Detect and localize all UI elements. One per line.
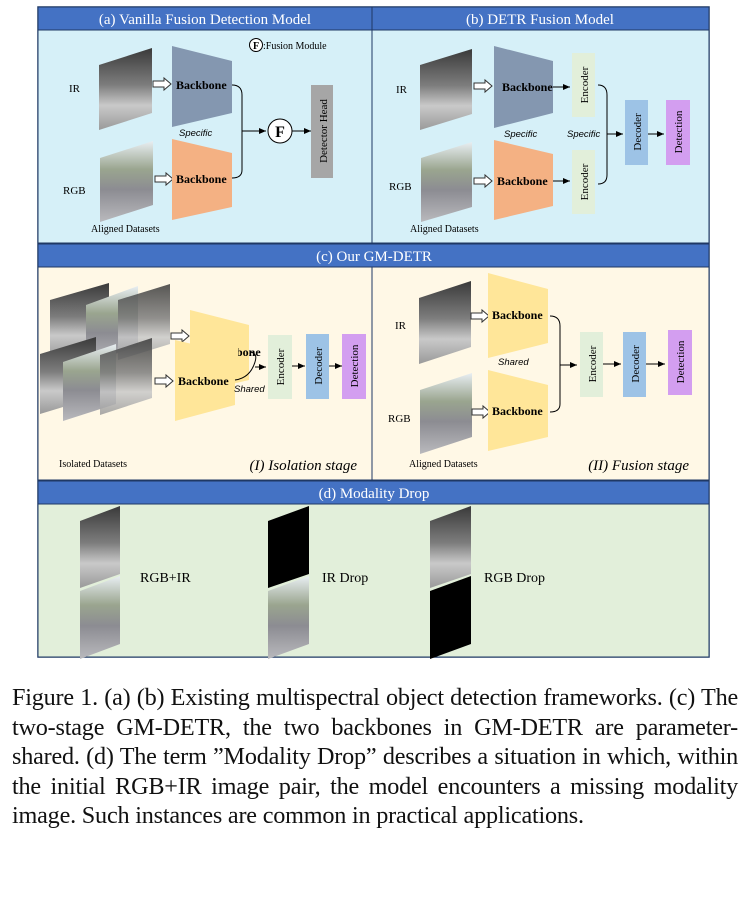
decoder-block [625, 100, 648, 165]
backbone-ir [494, 46, 553, 128]
encoder-block [268, 335, 292, 399]
backbone-rgb [494, 140, 553, 220]
shared-label: Shared [234, 384, 265, 395]
isolation-stage-label: (I) Isolation stage [250, 458, 358, 474]
encoder-block [580, 332, 603, 397]
backbone-ir [172, 46, 232, 127]
shared-label: Shared [498, 357, 529, 368]
backbone-rgb [172, 139, 232, 220]
svg-text:Encoder: Encoder [587, 345, 599, 382]
rgb-image [268, 576, 309, 659]
svg-text:Encoder: Encoder [275, 348, 287, 385]
modality-case-rgb-drop: RGB Drop [430, 506, 545, 659]
rgb-image [421, 142, 472, 222]
figure-diagram: (a) Vanilla Fusion Detection Model F :Fu… [37, 6, 710, 659]
rgb-label: RGB [389, 181, 412, 193]
panel-b-header [371, 6, 710, 31]
svg-text:Decoder: Decoder [313, 347, 325, 385]
svg-text:Backbone: Backbone [502, 80, 553, 94]
panel-b: (b) DETR Fusion Model IR RGB Backbone Ba… [371, 6, 710, 244]
svg-text:Detection: Detection [675, 340, 687, 383]
svg-text:F: F [253, 41, 259, 52]
svg-text:Backbone: Backbone [492, 308, 543, 322]
modality-case-ir-drop: IR Drop [268, 506, 368, 659]
ir-image [430, 506, 471, 588]
ir-label: IR [396, 84, 408, 96]
panel-c: (c) Our GM-DETR Backbone Backbone Shared… [37, 243, 710, 481]
decoder-block [623, 332, 646, 397]
svg-text:Backbone: Backbone [176, 172, 227, 186]
modality-case-label: RGB Drop [484, 571, 545, 586]
backbone-shared [488, 273, 548, 358]
ir-image [420, 49, 472, 130]
datasets-label: Aligned Datasets [409, 459, 478, 470]
rgb-image [430, 576, 471, 659]
detector-head-block [311, 85, 333, 178]
backbone-shared [175, 340, 235, 421]
isolated-image [100, 338, 152, 415]
rgb-image [80, 576, 120, 659]
panel-c-title: (c) Our GM-DETR [316, 249, 432, 265]
panel-b-title: (b) DETR Fusion Model [466, 12, 614, 28]
modality-case-label: IR Drop [322, 571, 368, 586]
ir-image [80, 506, 120, 588]
rgb-label: RGB [388, 413, 411, 425]
detection-block [668, 330, 692, 395]
svg-text:Backbone: Backbone [492, 404, 543, 418]
detector-head-label: Detector Head [318, 99, 330, 163]
svg-text:Decoder: Decoder [632, 113, 644, 151]
modality-case-rgb-ir: RGB+IR [80, 506, 191, 659]
specific-label: Specific [179, 128, 213, 139]
svg-text:Backbone: Backbone [178, 374, 229, 388]
svg-text:Detection: Detection [349, 344, 361, 387]
panel-a-title: (a) Vanilla Fusion Detection Model [99, 12, 311, 28]
svg-text:Decoder: Decoder [630, 345, 642, 383]
detection-block [342, 334, 366, 399]
rgb-label: RGB [63, 185, 86, 197]
ir-label: IR [69, 83, 81, 95]
ir-label: IR [395, 320, 407, 332]
rgb-image [100, 141, 153, 222]
svg-text:F: F [275, 124, 285, 141]
panel-d: (d) Modality Drop RGB+IR IR Drop RGB Dro… [37, 480, 710, 659]
ir-image [99, 48, 152, 130]
datasets-label: Aligned Datasets [410, 224, 479, 235]
modality-case-label: RGB+IR [140, 571, 191, 586]
datasets-label: Isolated Datasets [59, 459, 127, 470]
fusion-legend-label: :Fusion Module [263, 41, 327, 52]
decoder-block [306, 334, 329, 399]
svg-text:Backbone: Backbone [497, 174, 548, 188]
fusion-stage-label: (II) Fusion stage [588, 458, 689, 474]
svg-text:Encoder: Encoder [579, 163, 591, 200]
encoder-block [572, 53, 595, 117]
detection-block [666, 100, 690, 165]
fusion-legend-icon [249, 38, 263, 52]
svg-text:Encoder: Encoder [579, 66, 591, 103]
figure-caption: Figure 1. (a) (b) Existing multispectral… [12, 684, 738, 830]
specific-label: Specific [567, 129, 601, 140]
ir-image [419, 281, 471, 364]
datasets-label: Aligned Datasets [91, 224, 160, 235]
backbone-shared [488, 370, 548, 451]
ir-image [268, 506, 309, 588]
svg-text:Backbone: Backbone [176, 78, 227, 92]
rgb-image [420, 373, 472, 454]
specific-label: Specific [504, 129, 538, 140]
panel-a: (a) Vanilla Fusion Detection Model F :Fu… [37, 6, 373, 244]
panel-d-title: (d) Modality Drop [319, 486, 430, 502]
svg-text:Detection: Detection [673, 110, 685, 153]
encoder-block [572, 150, 595, 214]
isolated-image [118, 284, 170, 360]
